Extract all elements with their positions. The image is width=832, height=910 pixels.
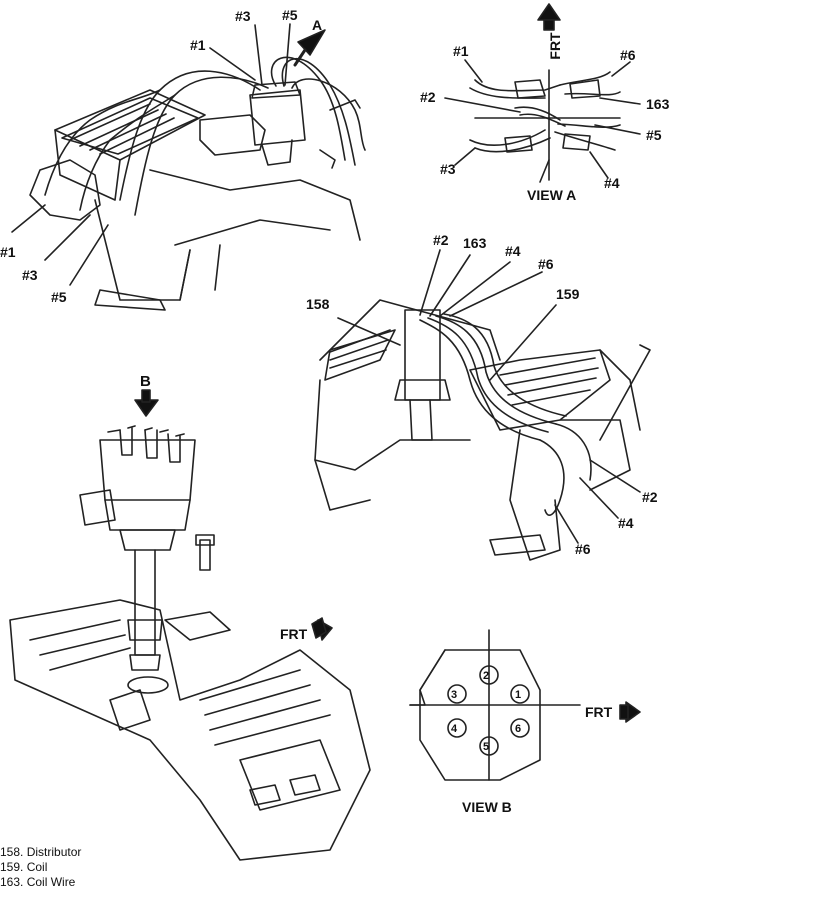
view-a-label-163: 163 bbox=[646, 96, 670, 112]
view-a-title: VIEW A bbox=[527, 187, 577, 203]
right-engine-label-6: #6 bbox=[538, 256, 554, 272]
legend-item-distributor: 158. Distributor bbox=[0, 845, 82, 859]
view-b-drawing bbox=[409, 629, 641, 781]
view-a-label-4: #4 bbox=[604, 175, 620, 191]
right-engine-label-159: 159 bbox=[556, 286, 580, 302]
view-b-terminal-3: 3 bbox=[451, 689, 458, 701]
top-left-label-5-lower: #5 bbox=[51, 289, 67, 305]
top-left-engine-drawing bbox=[11, 23, 366, 311]
view-a-label-3: #3 bbox=[440, 161, 456, 177]
view-a-label-6: #6 bbox=[620, 47, 636, 63]
view-b-terminal-2: 2 bbox=[483, 670, 490, 682]
parts-legend: 158. Distributor 159. Coil 163. Coil Wir… bbox=[0, 845, 81, 890]
view-a-label-5: #5 bbox=[646, 127, 662, 143]
view-b-terminal-4: 4 bbox=[451, 723, 458, 735]
view-a-drawing bbox=[444, 3, 641, 183]
distributor-exploded-drawing bbox=[9, 389, 371, 861]
view-b-terminal-1: 1 bbox=[515, 689, 522, 701]
right-engine-label-2-lower: #2 bbox=[642, 489, 658, 505]
top-left-label-1-lower: #1 bbox=[0, 244, 16, 260]
view-arrow-b-label: B bbox=[140, 373, 151, 390]
right-engine-label-163: 163 bbox=[463, 235, 487, 251]
top-left-label-1: #1 bbox=[190, 37, 206, 53]
view-arrow-a-label: A bbox=[312, 17, 323, 33]
right-engine-label-4-lower: #4 bbox=[618, 515, 634, 531]
view-a-front-label: FRT bbox=[547, 32, 563, 60]
right-engine-label-2: #2 bbox=[433, 232, 449, 248]
top-left-label-3-lower: #3 bbox=[22, 267, 38, 283]
right-engine-label-158: 158 bbox=[306, 296, 330, 312]
view-a-label-2: #2 bbox=[420, 89, 436, 105]
right-engine-label-6-lower: #6 bbox=[575, 541, 591, 557]
view-b-terminal-5: 5 bbox=[483, 741, 490, 753]
right-engine-drawing bbox=[314, 249, 651, 561]
view-b-title: VIEW B bbox=[462, 799, 512, 815]
top-left-label-5: #5 bbox=[282, 7, 298, 23]
view-a-label-1: #1 bbox=[453, 43, 469, 59]
view-b-front-label: FRT bbox=[585, 704, 613, 720]
view-b-terminal-6: 6 bbox=[515, 723, 522, 735]
distributor-front-label: FRT bbox=[280, 626, 308, 642]
right-engine-label-4: #4 bbox=[505, 243, 521, 259]
top-left-label-3: #3 bbox=[235, 8, 251, 24]
legend-item-coil: 159. Coil bbox=[0, 860, 48, 874]
legend-item-coil-wire: 163. Coil Wire bbox=[0, 875, 76, 889]
